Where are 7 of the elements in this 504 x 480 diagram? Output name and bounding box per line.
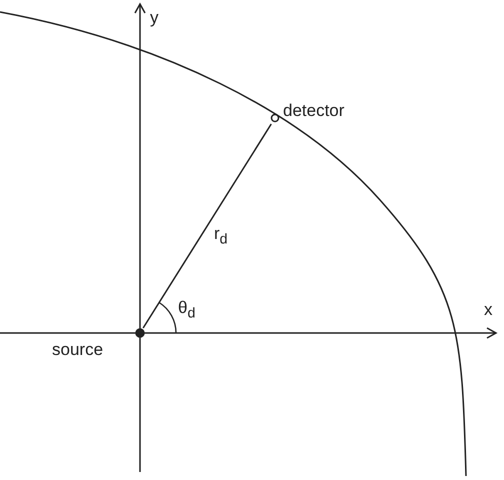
axis-label: y [150,8,158,28]
radius-line [142,124,272,328]
point-label: detector [283,101,344,121]
edge-label: r$_{d}$ [214,224,228,250]
axis-label: x [484,300,492,320]
angle-label: θ$_{d}$ [178,298,196,324]
point-label: source [52,340,104,360]
